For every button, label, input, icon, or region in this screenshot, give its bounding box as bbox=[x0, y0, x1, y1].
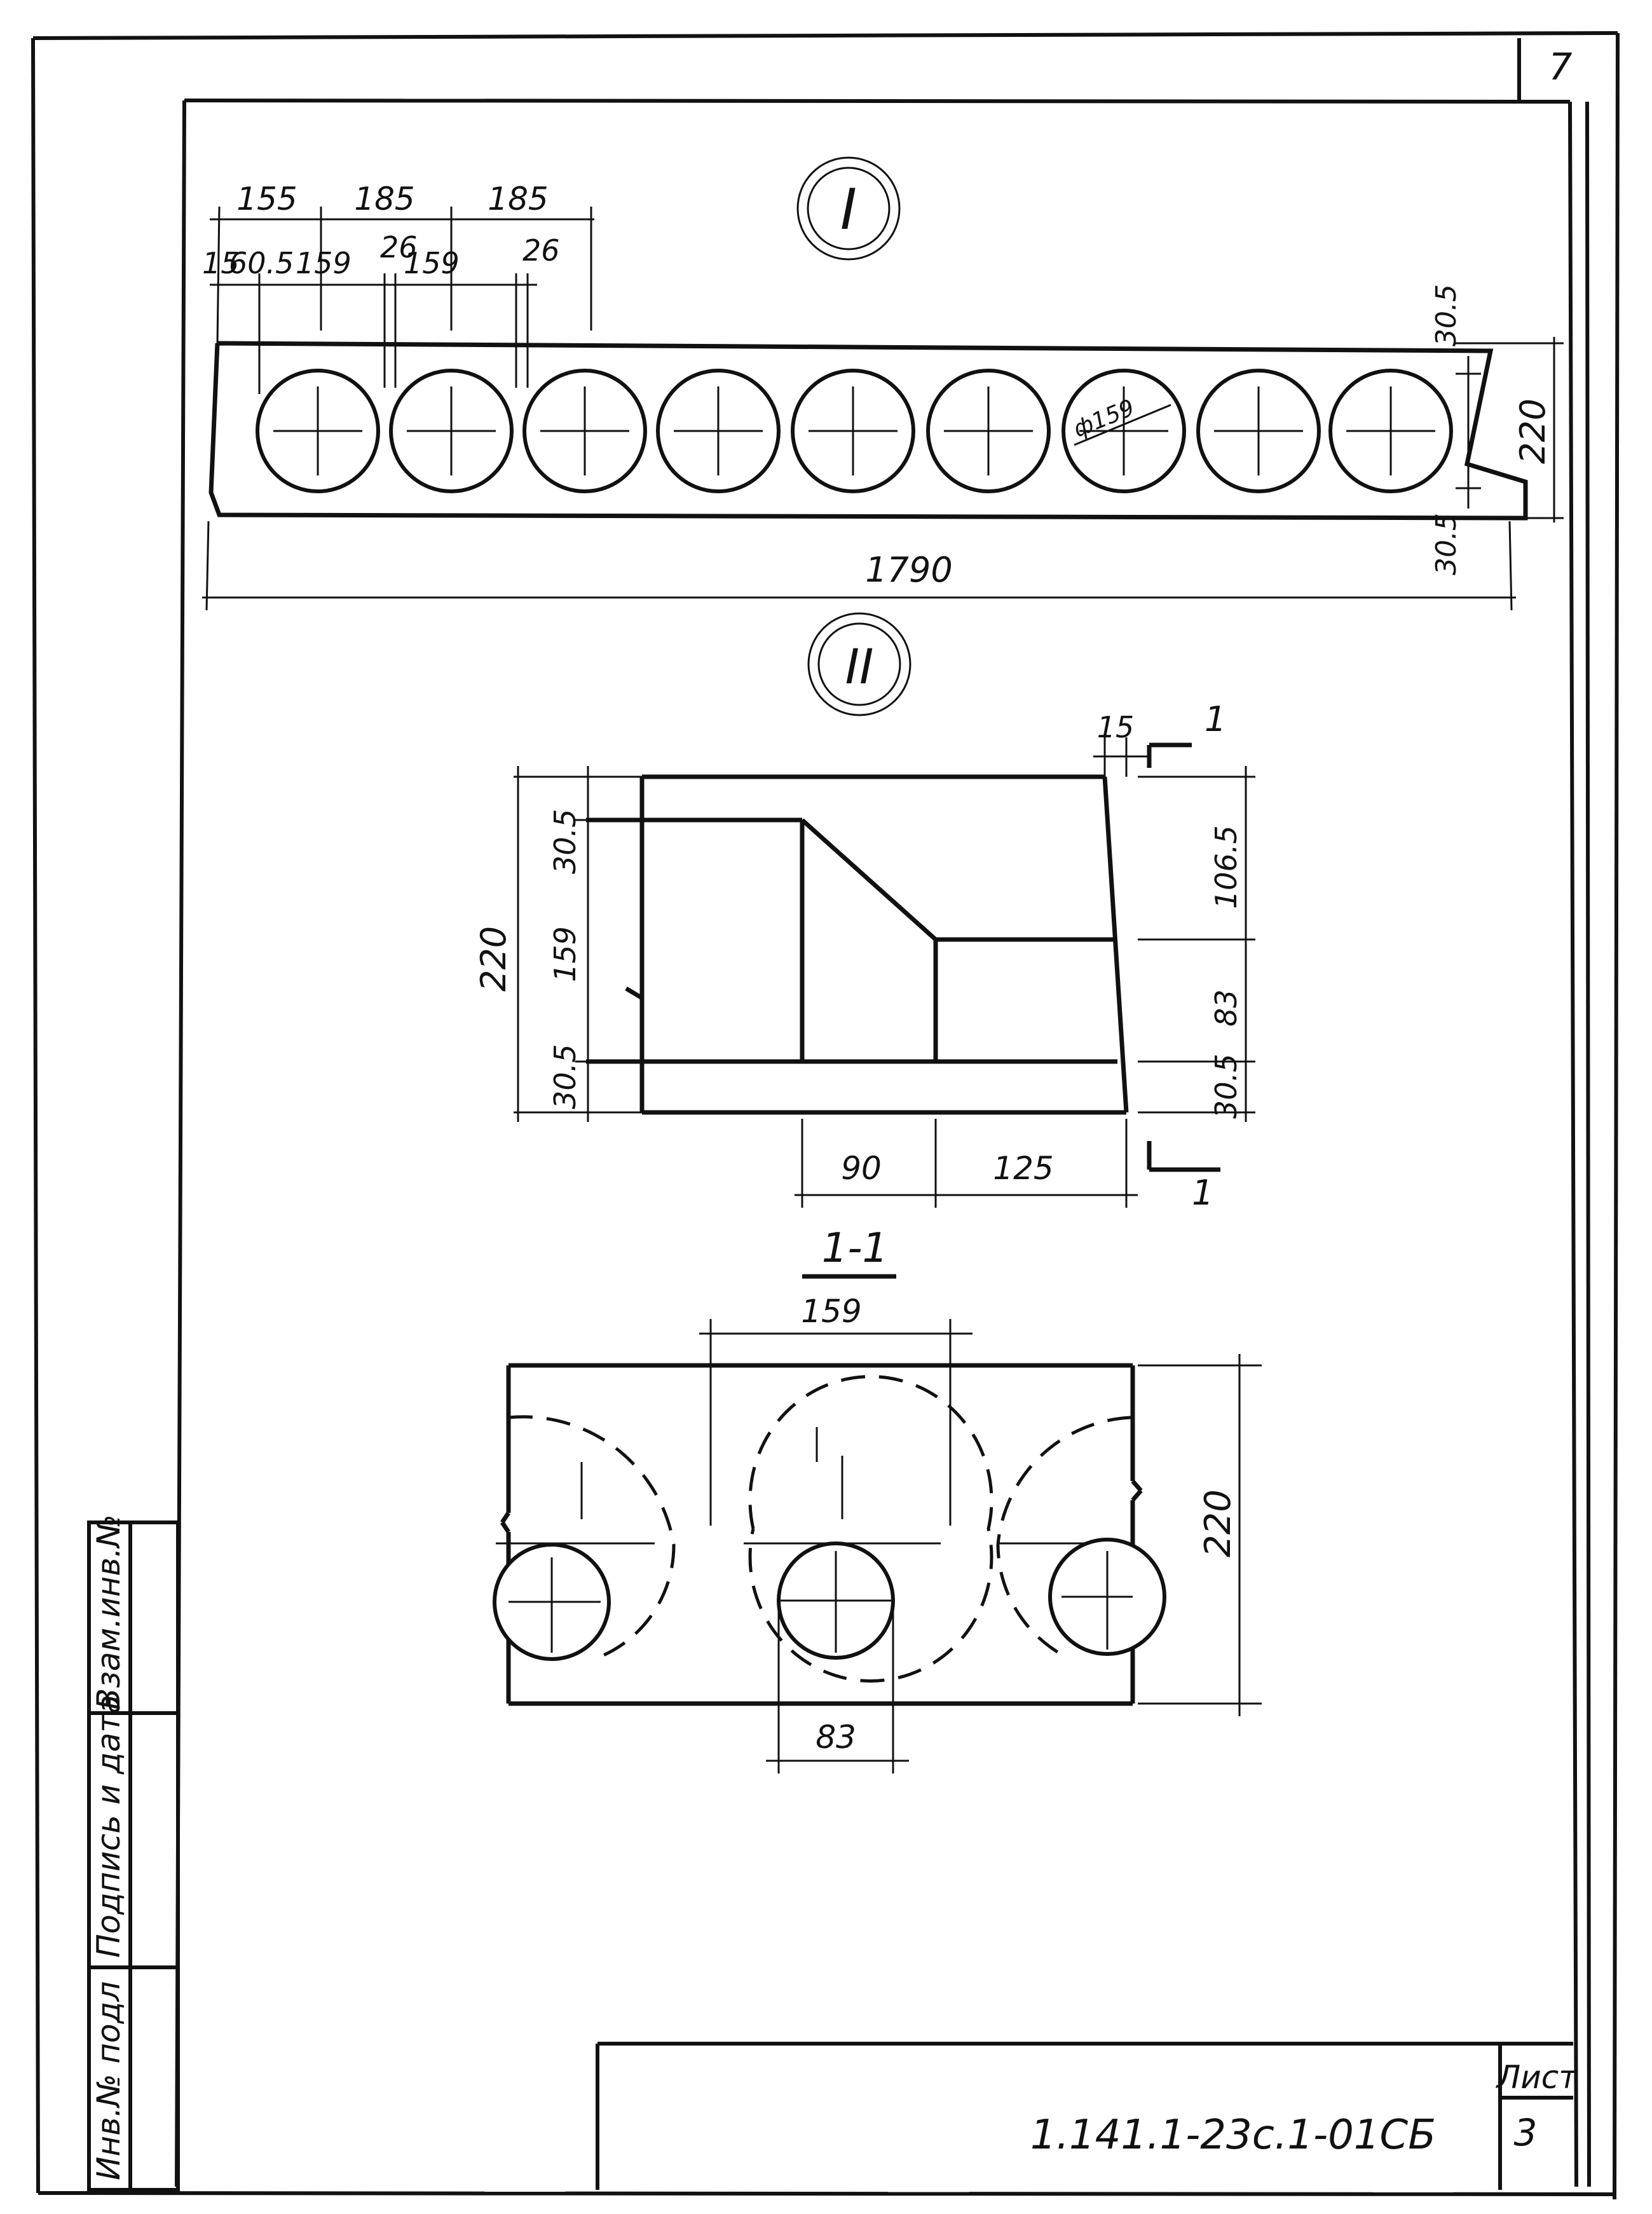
view-2-left-dimensions bbox=[514, 766, 642, 1122]
dim-right-220: 220 bbox=[1513, 399, 1553, 464]
section-title: 1-1 bbox=[822, 1225, 889, 1272]
dim-left-220: 220 bbox=[474, 926, 514, 992]
view-1-marker-label: I bbox=[840, 177, 857, 242]
document-code: 1.141.1-23с.1-01СБ bbox=[1030, 2112, 1436, 2159]
view-2-marker-label: II bbox=[845, 638, 874, 695]
stamp-label-inv-podl: Инв.№ подл bbox=[90, 1981, 127, 2180]
stamp-label-signature-date: Подпись и дата bbox=[90, 1695, 127, 1958]
slab-outline bbox=[208, 341, 1528, 521]
dim-26-a: 26 bbox=[380, 230, 418, 264]
title-block-list-label: Лист bbox=[1496, 2059, 1579, 2096]
title-block bbox=[596, 2042, 1573, 2190]
view-2-bottom-dimensions bbox=[795, 1119, 1138, 1208]
dim-right-83: 83 bbox=[1209, 989, 1243, 1027]
dim-right-106-5: 106.5 bbox=[1209, 825, 1243, 909]
view-1-length-dimension bbox=[202, 521, 1516, 611]
hole-diameter-leader bbox=[1074, 404, 1171, 446]
section-mark-bottom: 1 bbox=[1192, 1173, 1213, 1213]
section-dim-83: 83 bbox=[816, 1719, 856, 1756]
view-1-marker bbox=[796, 156, 901, 261]
dim-right-30-5: 30.5 bbox=[1209, 1054, 1243, 1119]
view-2-marker bbox=[807, 612, 911, 716]
view-1-top-dimensions bbox=[210, 206, 594, 394]
dim-60-5: 60.5 bbox=[229, 246, 294, 280]
dim-bottom-125: 125 bbox=[993, 1150, 1053, 1187]
dim-bottom-90: 90 bbox=[841, 1150, 882, 1187]
dim-185-a: 185 bbox=[354, 181, 414, 217]
title-block-list-number: 3 bbox=[1514, 2111, 1538, 2154]
stamp-label-vzam-inv: Взам.инв.№ bbox=[90, 1514, 127, 1710]
view-2-right-dimensions bbox=[1138, 766, 1255, 1122]
dim-26-b: 26 bbox=[522, 233, 560, 268]
dim-185-b: 185 bbox=[488, 181, 548, 217]
dim-155: 155 bbox=[236, 181, 297, 217]
section-cut-marks bbox=[1147, 742, 1220, 1172]
dim-left-30-5-top: 30.5 bbox=[548, 809, 582, 874]
hole-row bbox=[256, 369, 1453, 493]
dim-length-1790: 1790 bbox=[865, 550, 952, 590]
dim-end-15: 15 bbox=[1097, 710, 1135, 744]
section-1-1-dimensions bbox=[699, 1319, 1262, 1773]
section-1-1-holes bbox=[493, 1538, 1166, 1661]
view-2-end-dimension bbox=[1093, 737, 1147, 777]
section-mark-top: 1 bbox=[1205, 699, 1226, 739]
page-number: 7 bbox=[1549, 45, 1573, 88]
view-1-right-dimensions bbox=[1449, 337, 1564, 523]
section-1-1-outline bbox=[500, 1363, 1143, 1706]
section-dim-220: 220 bbox=[1198, 1489, 1239, 1557]
dim-right-30-5-bottom: 30.5 bbox=[1430, 513, 1463, 575]
dim-right-30-5-top: 30.5 bbox=[1430, 284, 1463, 346]
dim-159-b: 159 bbox=[404, 246, 460, 280]
dim-159-a: 159 bbox=[296, 246, 352, 280]
dim-left-30-5-bottom: 30.5 bbox=[548, 1044, 582, 1109]
dim-left-159: 159 bbox=[548, 926, 582, 982]
section-dim-159: 159 bbox=[801, 1293, 861, 1330]
side-stamp bbox=[87, 1520, 180, 2192]
end-detail bbox=[586, 774, 1129, 1115]
sheet-frame bbox=[31, 31, 1620, 2200]
dim-15: 15 bbox=[202, 246, 240, 280]
